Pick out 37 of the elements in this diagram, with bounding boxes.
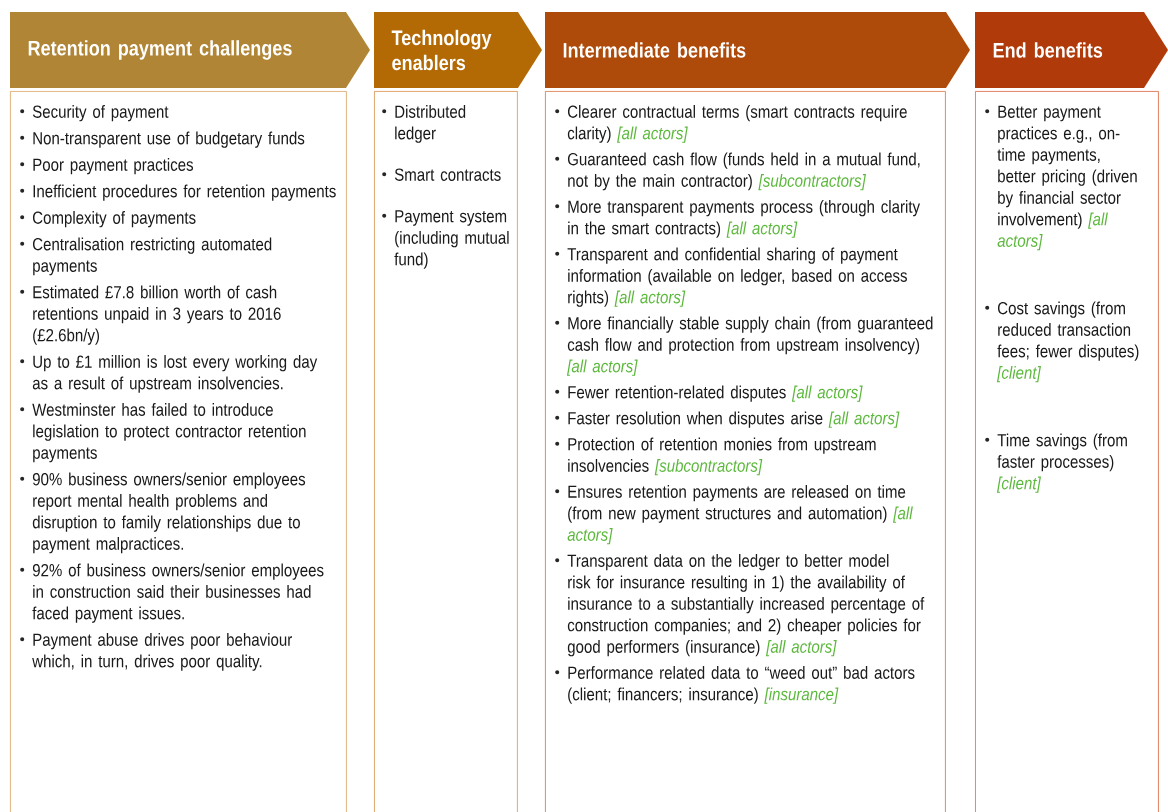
bullet-item: Complexity of payments: [20, 211, 196, 228]
bullet-item: Guaranteed cash flow (funds held in a mutual fund, not by the main contractor) [subcontractors]: [555, 152, 920, 191]
chevron-header: Intermediate benefits: [545, 12, 970, 88]
bullet-item: More transparent payments process (through clarity in the smart contracts) [all actors]: [555, 200, 920, 238]
bullet-item: Performance related data to “weed out” bad actors (client; financers; insurance) [insurance]: [555, 666, 915, 704]
bullet-item: Inefficient procedures for retention payments: [20, 184, 336, 201]
bullet-item: Smart contracts: [382, 168, 501, 181]
bullet-item: Transparent and confidential sharing of payment information (available on ledger, based on access rights) [all actors]: [555, 247, 907, 307]
bullet-item: Clearer contractual terms (smart contracts require clarity) [all actors]: [555, 105, 907, 143]
bullet-item: 90% business owners/senior employees report mental health problems and disruption to family relationships due to payment malpractices.: [20, 472, 306, 554]
bullet-item: Poor payment practices: [20, 158, 194, 175]
bullet-item: Security of payment: [20, 105, 169, 122]
list-panel: [545, 91, 946, 812]
bullet-item: More financially stable supply chain (from guaranteed cash flow and protection from upstream insolvency) [all actors]: [555, 316, 933, 376]
bullet-item: Cost savings (from reduced transaction fees; fewer disputes) [client]: [985, 301, 1139, 383]
bullet-item: 92% of business owners/senior employees in construction said their businesses had faced payment issues.: [20, 563, 324, 623]
bullet-item: Faster resolution when disputes arise [all actors]: [555, 411, 900, 428]
bullet-item: Time savings (from faster processes) [client]: [985, 433, 1127, 493]
bullet-item: Ensures retention payments are released on time (from new payment structures and automation) [all actors]: [555, 485, 913, 545]
bullet-item: Better payment practices e.g., on-time payments, better pricing (driven by financial sector involvement) [all actors]: [985, 105, 1137, 251]
bullet-item: Up to £1 million is lost every working day as a result of upstream insolvencies.: [20, 355, 318, 393]
bullet-item: Centralisation restricting automated payments: [20, 237, 272, 276]
bullet-item: Payment abuse drives poor behaviour which, in turn, drives poor quality.: [20, 633, 292, 671]
bullet-item: Distributed ledger: [382, 105, 466, 143]
list-panel: [10, 91, 347, 812]
bullet-item: Protection of retention monies from upstream insolvencies [subcontractors]: [555, 437, 876, 476]
bullet-item: Westminster has failed to introduce legislation to protect contractor retention payments: [20, 403, 306, 463]
bullet-item: Estimated £7.8 billion worth of cash retentions unpaid in 3 years to 2016 (£2.6bn/y): [20, 285, 281, 345]
bullet-item: Payment system (including mutual fund): [382, 210, 509, 269]
bullet-item: Fewer retention-related disputes [all actors]: [555, 385, 863, 402]
chevron-header: End benefits: [975, 12, 1168, 88]
bullet-item: Non-transparent use of budgetary funds: [20, 131, 305, 148]
chevron-header: Technology enablers: [374, 12, 542, 88]
chevron-header: Retention payment challenges: [10, 12, 370, 88]
list-panel: [374, 91, 518, 812]
list-panel: [975, 91, 1159, 812]
bullet-item: Transparent data on the ledger to better model risk for insurance resulting in 1) the availability of insurance to a substantially increased percentage of construction companies; and 2) cheaper policies for good performers (insurance) [all actors]: [555, 554, 925, 657]
